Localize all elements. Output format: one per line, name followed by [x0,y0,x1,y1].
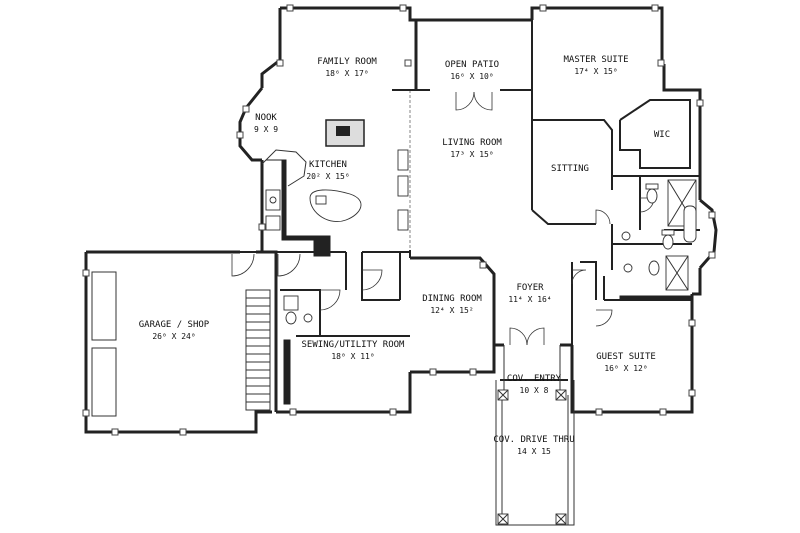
open-patio-name: OPEN PATIO [445,60,499,70]
living-room-dim: 17³ X 15⁰ [450,150,493,159]
cov-entry-name: COV. ENTRY [507,374,562,384]
master-suite-name: MASTER SUITE [563,55,628,65]
doors [319,91,655,346]
cov-entry-dim: 10 X 8 [520,386,549,395]
guest-suite-dim: 16⁰ X 12⁰ [604,364,647,373]
cov-drive-thru-name: COV. DRIVE THRU [493,435,574,445]
stairs [245,289,271,411]
open-patio-dim: 16⁶ X 10⁰ [450,72,493,81]
nook-dim: 9 X 9 [254,125,278,134]
dining-room-dim: 12⁴ X 15² [430,306,473,315]
foyer-dim: 11⁴ X 16⁴ [508,295,551,304]
nook-name: NOOK [255,113,277,123]
bath-fixtures [283,179,697,405]
garage-name: GARAGE / SHOP [139,320,210,330]
foyer-name: FOYER [516,283,544,293]
sewing-utility-dim: 18⁰ X 11⁰ [331,352,374,361]
garage-dim: 26⁰ X 24⁰ [152,332,195,341]
living-room-name: LIVING ROOM [442,138,502,148]
family-room-dim: 18⁶ X 17⁰ [325,69,368,78]
room-labels: FAMILY ROOM 18⁶ X 17⁰ OPEN PATIO 16⁶ X 1… [139,55,670,456]
columns [497,389,567,525]
covered-areas [495,345,575,526]
windows [82,4,716,436]
dining-room-name: DINING ROOM [422,294,482,304]
kitchen-details [261,119,409,257]
cov-drive-thru-dim: 14 X 15 [517,447,551,456]
kitchen-name: KITCHEN [309,160,347,170]
master-suite-dim: 17⁴ X 15⁰ [574,67,617,76]
kitchen-dim: 20² X 15⁶ [306,172,349,181]
family-room-name: FAMILY ROOM [317,57,377,67]
wic-name: WIC [654,130,670,140]
sewing-utility-name: SEWING/UTILITY ROOM [302,340,406,350]
sitting-name: SITTING [551,164,589,174]
guest-suite-name: GUEST SUITE [596,352,656,362]
garage-details [91,253,301,417]
